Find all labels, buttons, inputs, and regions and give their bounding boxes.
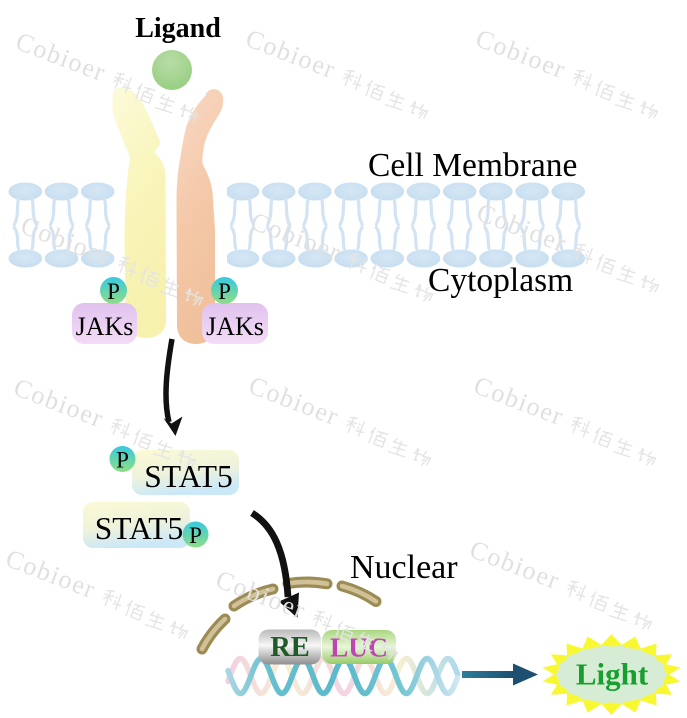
svg-text:Light: Light xyxy=(576,657,649,692)
svg-text:Ligand: Ligand xyxy=(135,13,221,44)
svg-text:P: P xyxy=(116,448,129,473)
svg-text:RE: RE xyxy=(270,632,310,663)
svg-text:P: P xyxy=(218,279,231,304)
svg-text:JAKs: JAKs xyxy=(206,312,264,341)
svg-text:JAKs: JAKs xyxy=(76,312,134,341)
svg-text:P: P xyxy=(107,279,120,304)
svg-text:P: P xyxy=(189,523,202,548)
svg-text:STAT5: STAT5 xyxy=(95,511,184,546)
svg-text:Nuclear: Nuclear xyxy=(350,549,458,586)
svg-text:Cell Membrane: Cell Membrane xyxy=(368,147,577,184)
svg-text:Cytoplasm: Cytoplasm xyxy=(428,262,573,299)
